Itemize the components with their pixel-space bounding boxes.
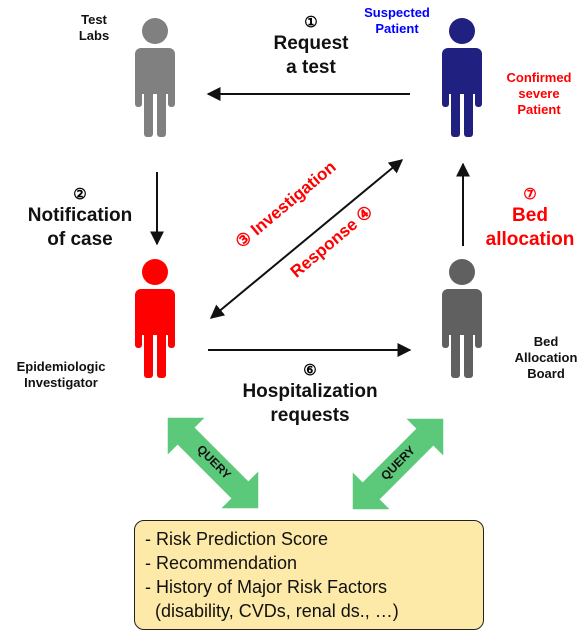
step1-label: ① Request a test: [246, 14, 376, 80]
info-line-risk-factors: (disability, CVDs, renal ds., …): [145, 601, 399, 621]
bed-allocation-board-label: Bed Allocation Board: [506, 334, 586, 382]
test-labs-label-line1: Test: [81, 12, 107, 27]
step6-number: ⑥: [303, 362, 317, 379]
info-line-history: - History of Major Risk Factors: [145, 577, 388, 597]
step6-line2: requests: [270, 405, 350, 426]
epidemiologic-investigator-label: Epidemiologic Investigator: [8, 359, 114, 391]
epidemiologic-investigator-person-icon: [135, 259, 175, 378]
board-label-line3: Board: [527, 366, 565, 381]
query-arrow-right: [352, 418, 444, 510]
test-labs-label: Test Labs: [72, 12, 116, 44]
step7-label: ⑦ Bed allocation: [474, 186, 586, 252]
test-labs-person-icon: [135, 18, 175, 137]
step7-line1: Bed: [512, 205, 548, 226]
risk-info-box: - Risk Prediction Score - Recommendation…: [134, 520, 484, 630]
info-line-recommendation: - Recommendation: [145, 553, 298, 573]
step2-line2: of case: [47, 229, 113, 250]
step1-number: ①: [304, 14, 318, 31]
step1-line1: Request: [273, 33, 349, 54]
epi-label-line1: Epidemiologic: [16, 359, 106, 374]
suspected-patient-label: Suspected Patient: [352, 5, 442, 37]
step2-line1: Notification: [27, 205, 133, 226]
step6-line1: Hospitalization: [242, 381, 378, 402]
confirmed-label-line1: Confirmed: [506, 70, 572, 85]
test-labs-label-line2: Labs: [78, 28, 110, 43]
epi-label-line2: Investigator: [24, 375, 98, 390]
suspected-label-line2: Patient: [375, 21, 419, 36]
confirmed-label-line2: severe: [518, 86, 560, 101]
step2-number: ②: [73, 186, 87, 203]
board-label-line1: Bed: [533, 334, 559, 349]
suspected-patient-person-icon: [442, 18, 482, 137]
step7-number: ⑦: [523, 186, 537, 203]
info-line-risk-score: - Risk Prediction Score: [145, 529, 329, 549]
step1-line2: a test: [286, 57, 336, 78]
step6-label: ⑥ Hospitalization requests: [225, 362, 395, 428]
investigation-response-arrow: [209, 159, 404, 319]
query-arrow-left: [167, 417, 259, 509]
suspected-label-line1: Suspected: [364, 5, 430, 20]
confirmed-severe-patient-label: Confirmed severe Patient: [498, 70, 580, 118]
confirmed-label-line3: Patient: [517, 102, 561, 117]
board-label-line2: Allocation: [514, 350, 578, 365]
step2-label: ② Notification of case: [10, 186, 150, 252]
step7-line2: allocation: [485, 229, 575, 250]
bed-allocation-board-person-icon: [442, 259, 482, 378]
